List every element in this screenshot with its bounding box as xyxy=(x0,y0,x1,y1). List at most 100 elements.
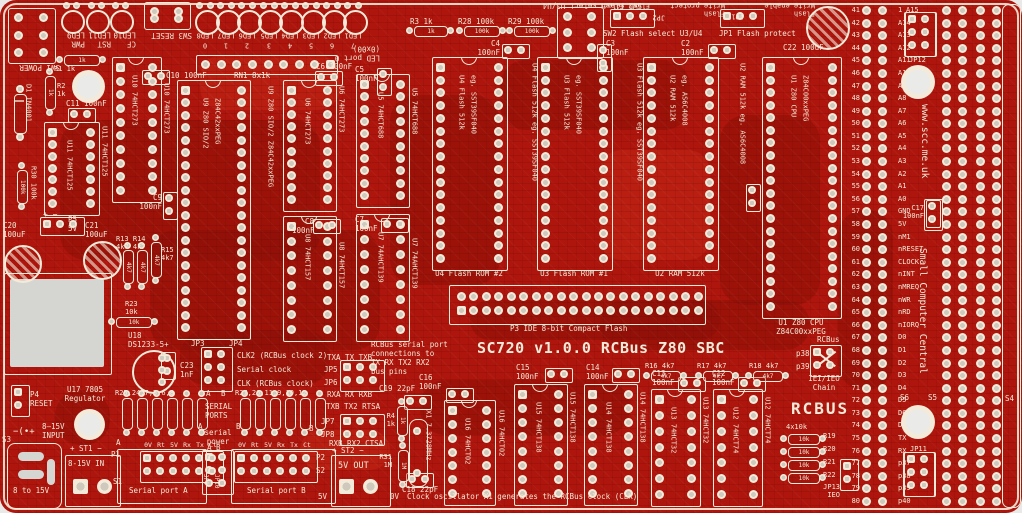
silk-text: RCBus serial port connections to TX RX T… xyxy=(371,340,448,376)
pad-hole xyxy=(643,372,650,379)
pad-hole xyxy=(73,479,88,494)
pad-hole xyxy=(693,292,703,301)
pad-hole xyxy=(163,367,171,375)
pad-hole xyxy=(435,228,445,238)
silk-text: serial power xyxy=(204,428,232,446)
pad-hole xyxy=(322,158,332,168)
pad-hole xyxy=(862,497,871,506)
bus-pin-number: 63 xyxy=(851,282,860,291)
serial-pin-label: 0V xyxy=(238,441,246,449)
pad-hole xyxy=(942,194,951,204)
pad-hole xyxy=(553,446,563,456)
pad-hole xyxy=(992,358,1001,368)
pad-hole xyxy=(765,75,775,85)
pad-hole xyxy=(958,421,967,431)
pad-hole xyxy=(85,139,95,149)
silk-text: SERIAL PORTS xyxy=(205,402,233,420)
pad-hole xyxy=(322,134,332,144)
pad-hole xyxy=(517,460,527,470)
pad-hole xyxy=(236,185,246,195)
pad-hole xyxy=(921,41,929,49)
pad-hole xyxy=(958,131,967,141)
pad-hole xyxy=(98,2,105,9)
chip-label-u15: U15 74HCT138 xyxy=(534,402,543,453)
chip-label-u16: U16 74HCT02 xyxy=(463,418,472,465)
pad-hole xyxy=(286,182,296,192)
pad-hole xyxy=(286,280,296,290)
serial-pin-label: 5V xyxy=(264,441,272,449)
pad-hole xyxy=(241,390,248,397)
chip-label-u7: U7 74AHCT139 xyxy=(376,232,385,283)
pad-hole xyxy=(654,426,664,436)
pad-hole xyxy=(958,119,967,129)
pad-hole xyxy=(396,220,404,228)
pad-hole xyxy=(704,139,714,149)
pad-hole xyxy=(878,257,887,267)
pad-hole xyxy=(447,461,457,471)
pad-hole xyxy=(942,68,951,78)
bus-pin-number: 75 xyxy=(851,434,860,443)
bus-pin-number: 79 xyxy=(851,484,860,493)
pad-hole xyxy=(540,75,550,85)
capacitor-footprint xyxy=(738,377,766,392)
pad-hole xyxy=(704,241,714,251)
pad-hole xyxy=(618,292,628,301)
regulator-heatsink-outline xyxy=(4,273,112,375)
pad-hole xyxy=(827,151,837,161)
chip-caption-u3: U3 Flash ROM #1 xyxy=(540,269,608,278)
pad-hole xyxy=(286,310,296,320)
mounting-hole xyxy=(74,409,105,440)
silk-text-flipped: Flash select xyxy=(599,1,650,10)
pad-hole xyxy=(435,101,445,111)
pad-hole xyxy=(180,135,190,145)
pad-hole xyxy=(827,176,837,186)
pad-hole xyxy=(878,497,887,506)
pad-hole xyxy=(461,390,469,398)
chip-label-u6: U6 74HCT273 xyxy=(303,98,312,145)
silk-text: JP6 xyxy=(324,378,338,387)
pad-hole xyxy=(907,481,915,489)
resistor-body xyxy=(285,398,296,430)
pad-hole xyxy=(180,273,190,283)
pad-hole xyxy=(992,497,1001,506)
pad-hole xyxy=(395,280,405,289)
silk-text: C8 100nF xyxy=(292,217,315,235)
pad-hole xyxy=(819,461,826,468)
pad-hole xyxy=(878,320,887,330)
pad-hole xyxy=(704,63,714,72)
pad-hole xyxy=(286,110,296,120)
pad-hole xyxy=(241,429,248,436)
pad-hole xyxy=(976,131,985,141)
pad-hole xyxy=(115,172,125,182)
pad-hole xyxy=(344,2,352,9)
pad-hole xyxy=(958,144,967,154)
pad-hole xyxy=(710,46,718,54)
pad-hole xyxy=(138,429,145,436)
pad-hole xyxy=(976,56,985,66)
pad-hole xyxy=(643,292,653,301)
pad-hole xyxy=(553,390,563,399)
pad-hole xyxy=(976,81,985,91)
bus-pin-number: 47 xyxy=(851,81,860,90)
pad-hole xyxy=(976,358,985,368)
pad-hole xyxy=(958,270,967,280)
pad-hole xyxy=(813,348,821,356)
pad-hole xyxy=(992,131,1001,141)
bus-signal-label: A6 xyxy=(898,119,907,128)
chip-caption-u4: U4 Flash ROM #2 xyxy=(435,269,503,278)
pad-hole xyxy=(286,429,293,436)
pad-hole xyxy=(646,190,656,200)
header-block xyxy=(810,345,842,377)
pad-hole xyxy=(322,110,332,120)
pad-hole xyxy=(598,241,608,251)
pad-hole xyxy=(646,63,656,72)
barrel-slot xyxy=(18,470,44,479)
pad-hole xyxy=(435,113,445,123)
pad-hole xyxy=(395,166,405,176)
pad-hole xyxy=(976,421,985,431)
pad-hole xyxy=(827,276,837,286)
pad-hole xyxy=(907,455,915,463)
silk-text: Clock oscillator X1 generates the RCBus … xyxy=(407,492,638,501)
pad-hole xyxy=(862,282,871,292)
